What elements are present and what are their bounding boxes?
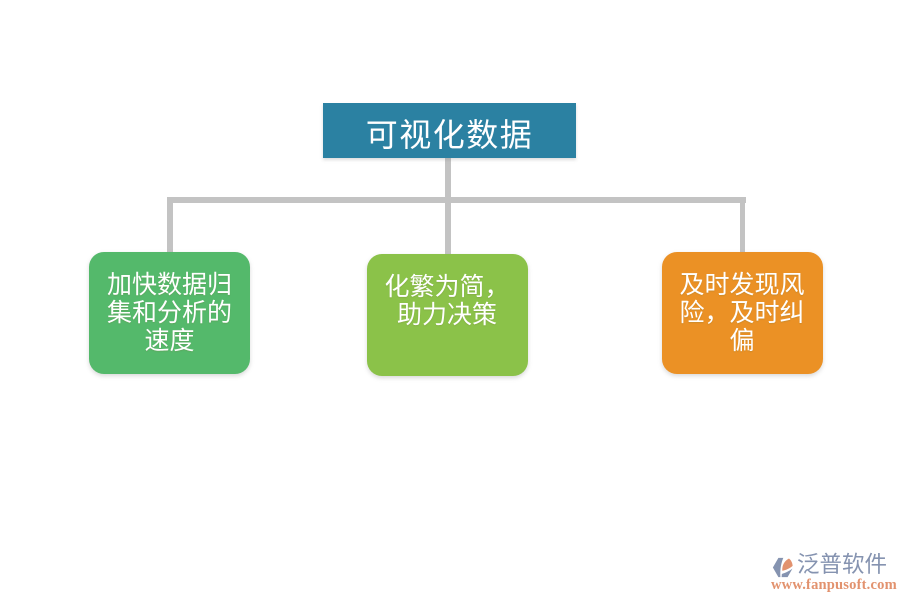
branch-node-label-line: 加快数据归 (106, 271, 232, 299)
brand-url: www.fanpusoft.com (771, 576, 897, 593)
branch-node-label-line: 集和分析的 (106, 299, 232, 327)
brand-watermark: 泛普软件 www.fanpusoft.com (765, 550, 900, 595)
connector-right-vertical (739, 197, 746, 253)
branch-node-label-line: 险，及时纠 (679, 299, 805, 327)
connector-left-vertical (167, 197, 173, 253)
branch-node-simplify: 化繁为简， 助力决策 (366, 254, 528, 376)
logo-corner-shape (781, 568, 793, 577)
branch-node-label-line: 助力决策 (396, 301, 497, 329)
branch-node-label-line: 速度 (144, 327, 195, 355)
brand-name: 泛普软件 (797, 552, 888, 577)
logo-leaf-shape (782, 558, 793, 571)
root-node: 可视化数据 (323, 103, 576, 158)
branch-node-label-line: 及时发现风 (679, 271, 805, 299)
branch-node-speed: 加快数据归 集和分析的 速度 (89, 252, 250, 374)
connector-horizontal (167, 197, 746, 203)
branch-node-label-line: 偏 (729, 327, 755, 355)
branch-node-label-line: 化繁为简， (384, 273, 510, 301)
branch-node-risk: 及时发现风 险，及时纠 偏 (661, 252, 823, 374)
fanpu-logo-icon (772, 555, 795, 579)
connector-center-vertical (444, 158, 452, 255)
root-node-label: 可视化数据 (365, 116, 534, 153)
